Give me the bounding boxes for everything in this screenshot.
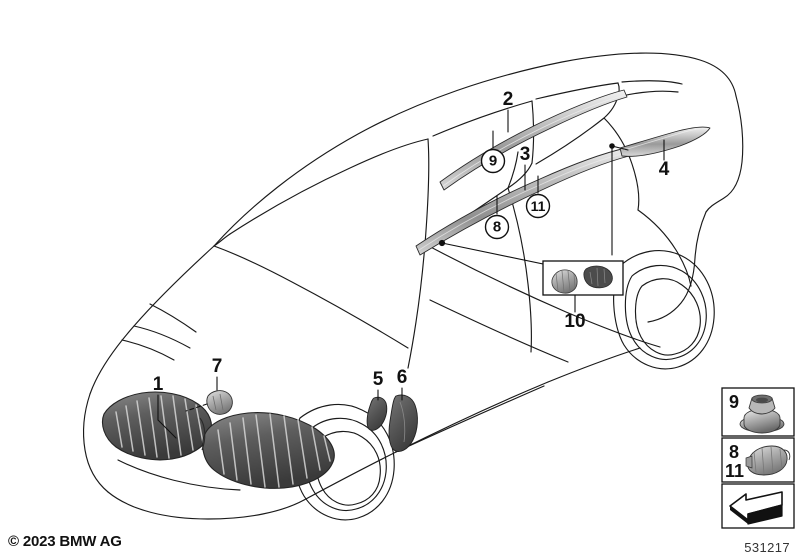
detail-box-10	[542, 260, 624, 296]
callout-3: 3	[520, 144, 531, 165]
legend-num-9: 9	[729, 392, 739, 412]
callout-6: 6	[397, 367, 408, 388]
legend-panel	[721, 387, 795, 529]
part-4-rear-roof-trim	[619, 126, 711, 157]
legend-box-direction-arrow	[721, 483, 795, 529]
svg-text:9: 9	[489, 153, 497, 170]
legend-num-11: 11	[725, 461, 744, 481]
callout-5: 5	[373, 369, 384, 390]
part-5-trim-small	[366, 396, 388, 431]
callout-circled: 9 8 11	[480, 148, 551, 240]
callout-10: 10	[564, 311, 585, 332]
callout-labels: 1 2 3 4 5 6 7 10	[153, 89, 670, 395]
svg-text:11: 11	[531, 198, 546, 214]
callout-7: 7	[212, 356, 223, 377]
part-1-kidney-grille	[101, 391, 335, 489]
part-7-grille-clip	[206, 390, 233, 415]
callout-4: 4	[659, 159, 670, 180]
copyright-notice: © 2023 BMW AG	[8, 533, 122, 550]
legend-numbers: 9 8 11	[725, 392, 744, 481]
legend-box-8-11	[721, 437, 795, 483]
callout-2: 2	[503, 89, 514, 110]
part-6-trim-large	[388, 394, 418, 452]
diagram-part-number: 531217	[744, 540, 790, 555]
svg-text:8: 8	[493, 219, 501, 236]
legend-box-9	[721, 387, 795, 437]
leader-lines	[157, 109, 665, 439]
legend-num-8: 8	[729, 442, 739, 462]
vehicle-outline	[83, 52, 744, 521]
callout-1: 1	[153, 374, 164, 395]
